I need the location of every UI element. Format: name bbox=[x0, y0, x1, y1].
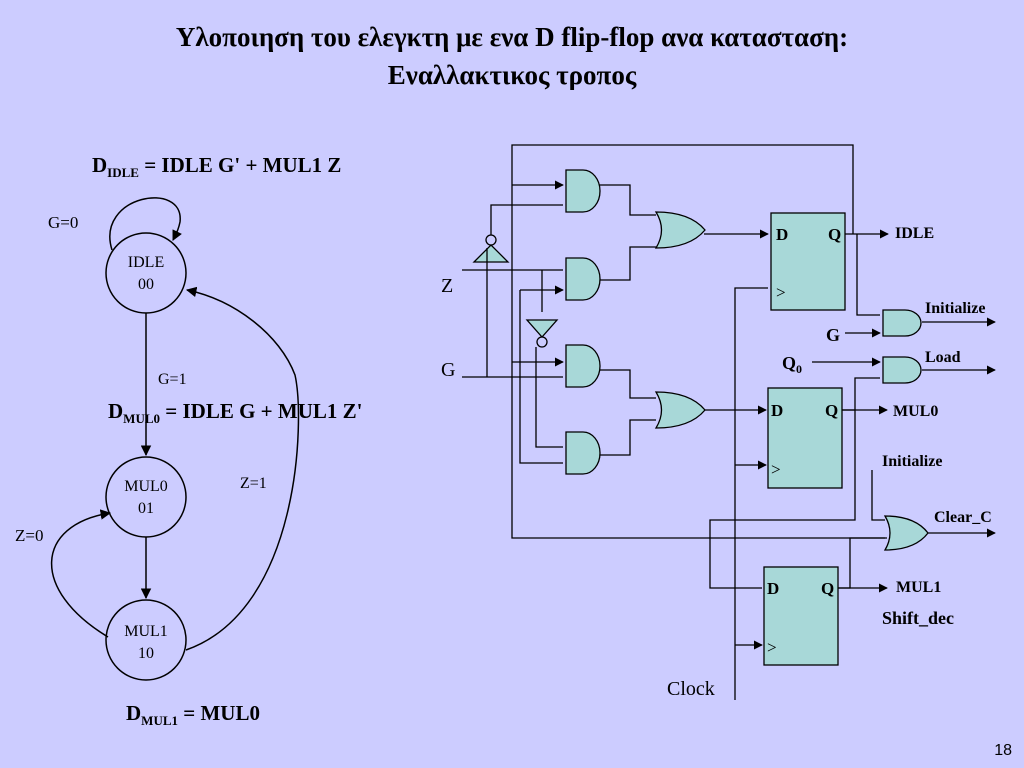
gate-g-label: G bbox=[826, 325, 840, 345]
ff-mul1-q: Q bbox=[821, 579, 834, 598]
ff-mul0-clk: > bbox=[771, 460, 781, 479]
equation-d-mul0: DMUL0 = IDLE G + MUL1 Z' bbox=[108, 399, 362, 426]
state-mul0-name: MUL0 bbox=[124, 478, 168, 495]
output-initialize: Initialize bbox=[925, 300, 985, 317]
ff-idle-q: Q bbox=[828, 225, 841, 244]
label-z0: Z=0 bbox=[15, 526, 43, 545]
or-gate-mul0 bbox=[654, 391, 706, 429]
output-load: Load bbox=[925, 349, 961, 366]
and-gate-4 bbox=[565, 431, 601, 475]
slide-title-line2: Εναλλακτικος τροπος bbox=[387, 60, 637, 90]
state-idle-code: 00 bbox=[138, 276, 154, 293]
equation-d-mul1: DMUL1 = MUL0 bbox=[126, 701, 260, 728]
ff-mul1-clk: > bbox=[767, 638, 777, 657]
output-mul0: MUL0 bbox=[893, 403, 938, 420]
and-gate-load bbox=[882, 356, 922, 384]
output-shift-dec: Shift_dec bbox=[882, 608, 954, 628]
transition-mul1-to-idle bbox=[185, 286, 300, 651]
label-g1: G=1 bbox=[158, 371, 187, 388]
ff-idle-clk: > bbox=[776, 283, 786, 302]
state-mul0-code: 01 bbox=[138, 500, 154, 517]
input-z-label: Z bbox=[441, 275, 453, 297]
label-g0: G=0 bbox=[48, 213, 78, 232]
state-mul1-name: MUL1 bbox=[124, 623, 168, 640]
and-gate-1 bbox=[565, 169, 601, 213]
and-gate-initialize bbox=[882, 309, 922, 337]
or-gate-idle bbox=[654, 211, 706, 249]
output-mul1: MUL1 bbox=[896, 579, 941, 596]
state-idle bbox=[105, 232, 187, 314]
output-idle: IDLE bbox=[895, 225, 934, 242]
ff-mul0-q: Q bbox=[825, 401, 838, 420]
state-mul0 bbox=[105, 456, 187, 538]
initialize-input-label: Initialize bbox=[882, 453, 942, 470]
and-gate-3 bbox=[565, 344, 601, 388]
state-mul1-code: 10 bbox=[138, 645, 154, 662]
transition-mul1-to-mul0 bbox=[50, 509, 112, 638]
slide-number: 18 bbox=[994, 742, 1012, 759]
state-diagram bbox=[50, 197, 300, 681]
q0-label: Q0 bbox=[782, 353, 802, 376]
input-g-label: G bbox=[441, 359, 455, 381]
ff-mul1-d: D bbox=[767, 579, 779, 598]
output-clear-c: Clear_C bbox=[934, 509, 992, 526]
ff-idle-d: D bbox=[776, 225, 788, 244]
state-mul1 bbox=[105, 599, 187, 681]
flipflop-mul1 bbox=[763, 566, 839, 666]
circuit-wires bbox=[462, 144, 996, 700]
transition-idle-self bbox=[109, 197, 182, 251]
flipflop-idle bbox=[770, 212, 846, 311]
circuit-gates bbox=[565, 169, 929, 666]
state-idle-name: IDLE bbox=[128, 254, 164, 271]
equation-d-idle: DIDLE = IDLE G' + MUL1 Z bbox=[92, 153, 341, 180]
or-gate-clear-c bbox=[883, 515, 929, 551]
label-z1: Z=1 bbox=[240, 475, 267, 492]
ff-mul0-d: D bbox=[771, 401, 783, 420]
flipflop-mul0 bbox=[767, 387, 843, 489]
slide-title-line1: Υλοποιηση του ελεγκτη με ενα D flip-flop… bbox=[175, 22, 849, 52]
and-gate-2 bbox=[565, 257, 601, 301]
clock-label: Clock bbox=[667, 678, 715, 700]
